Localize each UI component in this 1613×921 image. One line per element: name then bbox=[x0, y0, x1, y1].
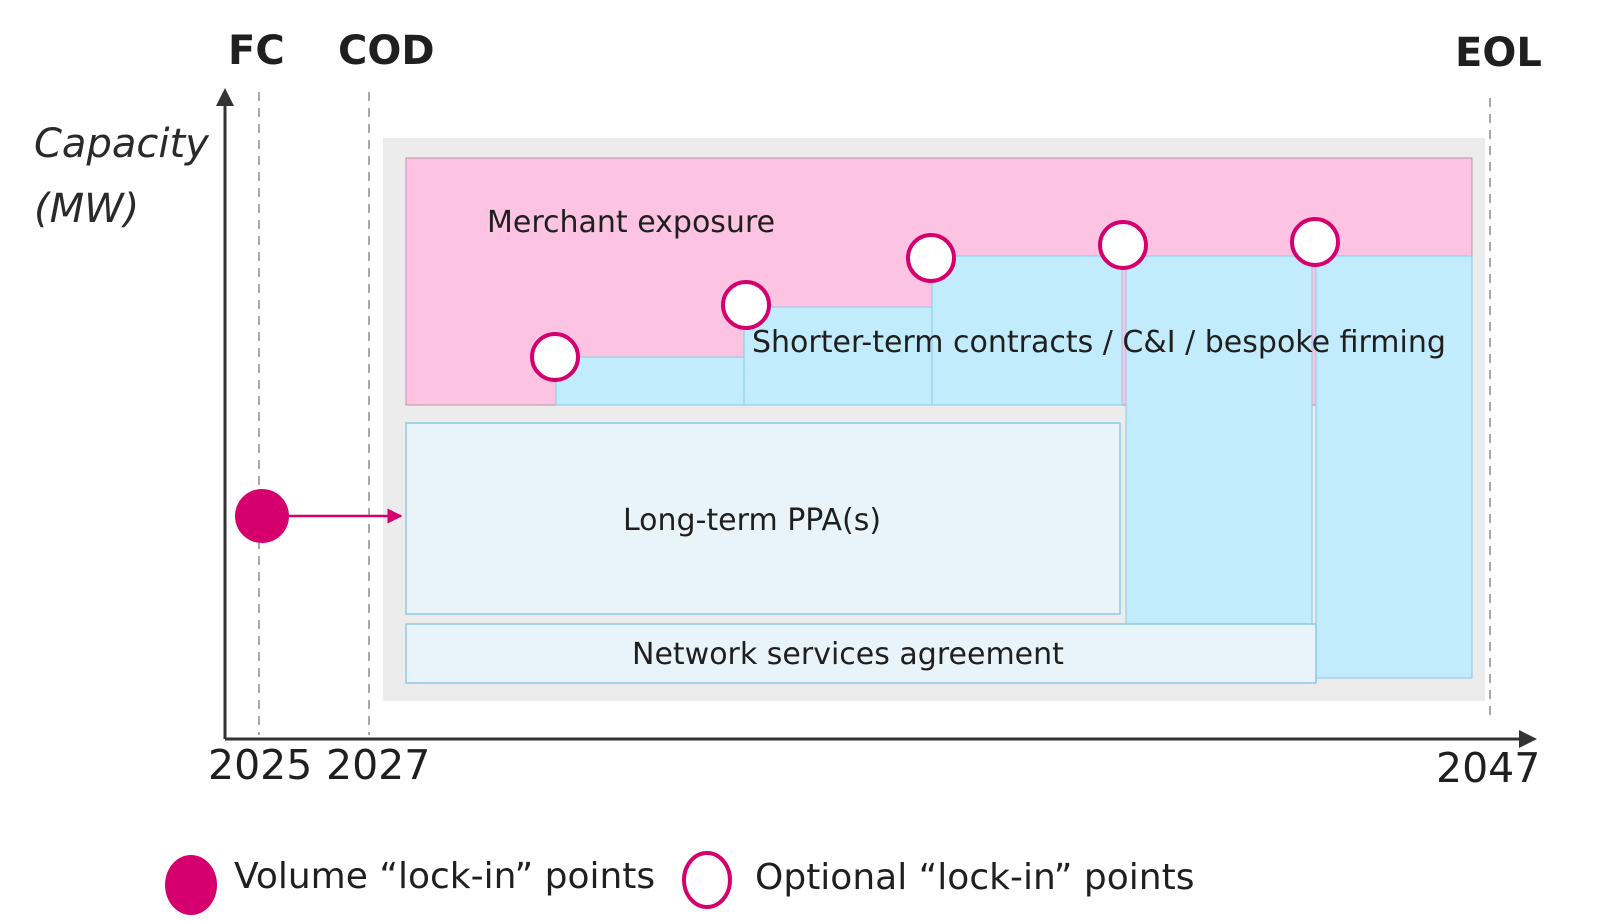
merchant-exposure-label: Merchant exposure bbox=[487, 205, 775, 240]
fc-label: FC bbox=[228, 28, 285, 74]
year-2047-label: 2047 bbox=[1436, 744, 1540, 792]
y-axis-label-line1: Capacity bbox=[34, 121, 210, 167]
shorter-term-contracts-label: Shorter-term contracts / C&I / bespoke f… bbox=[752, 325, 1446, 360]
shorter-term-step-5 bbox=[1315, 255, 1473, 679]
shorter-term-step-3 bbox=[931, 255, 1123, 406]
long-term-ppa-label: Long-term PPA(s) bbox=[623, 503, 881, 538]
optional-lock-in-point bbox=[530, 332, 580, 382]
optional-lock-in-point bbox=[1098, 220, 1148, 270]
filled-circle-icon bbox=[165, 855, 217, 915]
year-2025-label: 2025 bbox=[208, 741, 312, 789]
network-services-label: Network services agreement bbox=[632, 637, 1064, 672]
network-services-region bbox=[405, 623, 1317, 684]
y-axis-label-line2: (MW) bbox=[34, 186, 139, 232]
legend: Volume “lock-in” points Optional “lock-i… bbox=[165, 851, 1194, 915]
shorter-term-step-4 bbox=[1125, 255, 1313, 625]
shorter-term-step-1 bbox=[555, 356, 745, 406]
year-2027-label: 2027 bbox=[326, 741, 430, 789]
optional-lock-in-point bbox=[1290, 217, 1340, 267]
shorter-term-step-2 bbox=[743, 306, 933, 406]
long-term-ppa-region bbox=[405, 422, 1121, 615]
hollow-circle-icon bbox=[682, 851, 732, 909]
optional-lock-in-point bbox=[906, 233, 956, 283]
legend-volume-label: Volume “lock-in” points bbox=[234, 856, 655, 897]
legend-optional-label: Optional “lock-in” points bbox=[755, 857, 1194, 898]
optional-lock-in-point bbox=[721, 280, 771, 330]
x-axis-arrowhead bbox=[1519, 730, 1537, 748]
eol-label: EOL bbox=[1455, 30, 1542, 76]
volume-lock-in-point bbox=[235, 489, 289, 543]
cod-label: COD bbox=[338, 28, 435, 74]
y-axis-arrowhead bbox=[216, 88, 234, 106]
